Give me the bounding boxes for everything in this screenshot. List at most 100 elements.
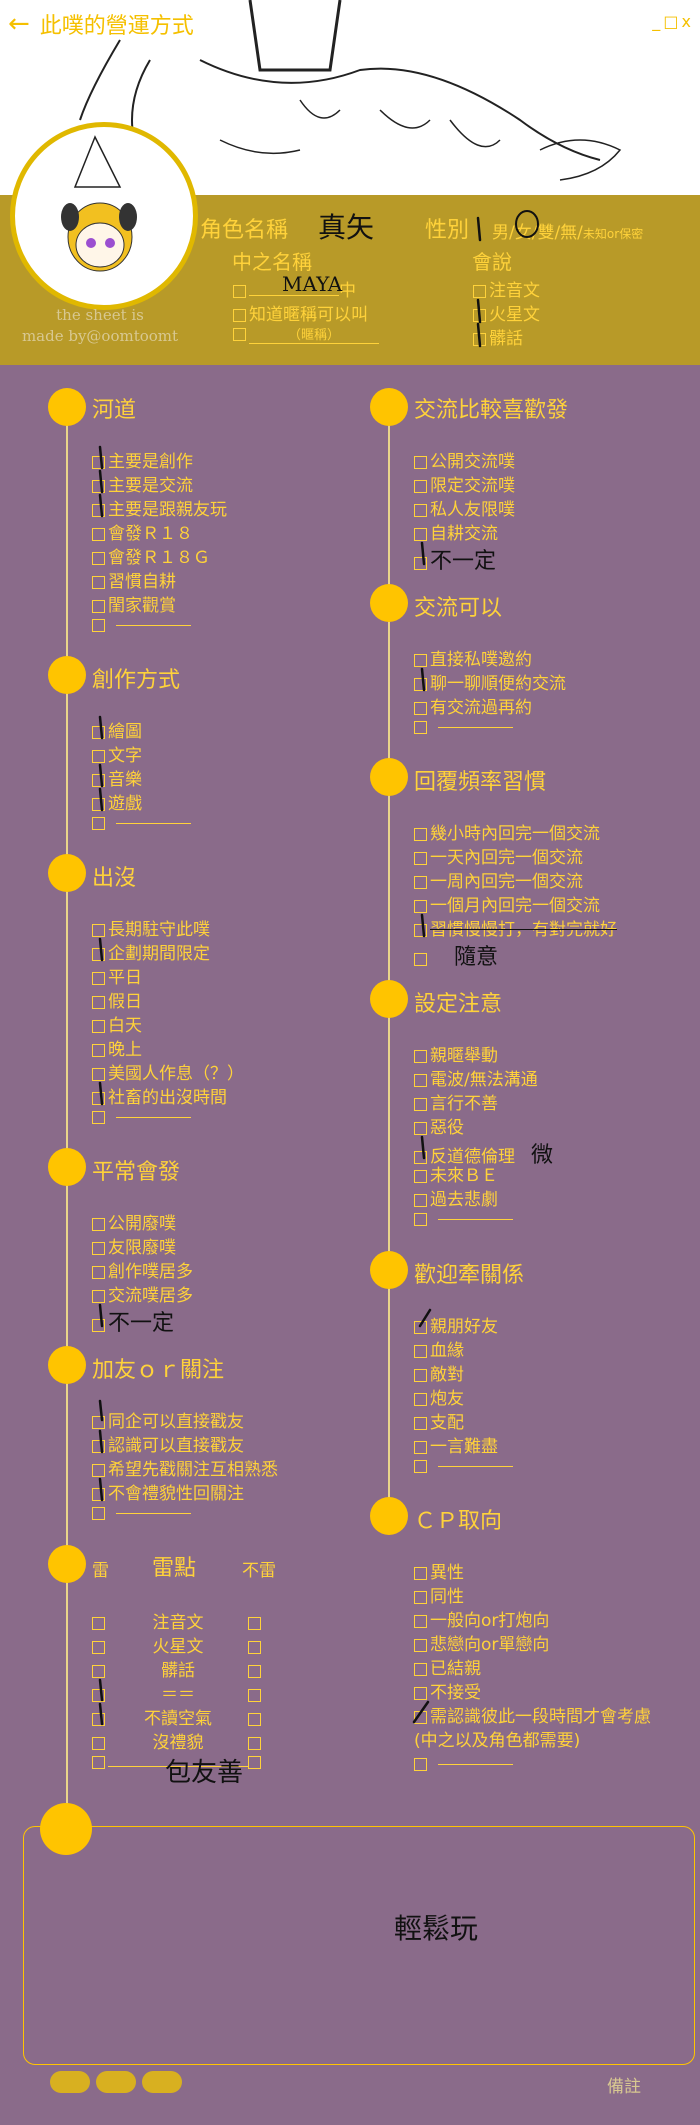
checkbox-item[interactable]: 異性 bbox=[414, 1558, 464, 1583]
credit-text: the sheet is made by@oomtoomt bbox=[10, 305, 190, 347]
checkbox-item[interactable]: 有交流過再約 bbox=[414, 693, 532, 718]
checkbox-item[interactable]: 企劃期間限定 bbox=[92, 939, 210, 964]
checkbox-item[interactable]: 言行不善 bbox=[414, 1089, 498, 1114]
checkbox-item[interactable]: 希望先戳關注互相熟悉 bbox=[92, 1455, 278, 1480]
back-arrow-icon[interactable]: ← bbox=[8, 9, 30, 39]
checkbox-item[interactable]: 親暱舉動 bbox=[414, 1041, 498, 1066]
checkbox-item-blank[interactable] bbox=[414, 1209, 513, 1229]
check-mark bbox=[98, 715, 104, 740]
checkbox-item[interactable]: 主要是交流 bbox=[92, 471, 193, 496]
checkbox-item[interactable]: 文字 bbox=[92, 741, 142, 766]
notes-box[interactable]: 輕鬆玩 bbox=[23, 1826, 695, 2065]
checkbox-item[interactable]: 炮友 bbox=[414, 1384, 464, 1409]
window-controls[interactable]: _ □ x bbox=[652, 12, 691, 31]
item-label: 私人友限噗 bbox=[430, 500, 515, 520]
checkbox-item[interactable]: 會發Ｒ１８Ｇ bbox=[92, 543, 210, 568]
thunder-row[interactable]: 沒禮貌 bbox=[92, 1728, 272, 1753]
thunder-row[interactable]: ＝＝ bbox=[92, 1680, 272, 1705]
item-label: 主要是創作 bbox=[108, 452, 193, 472]
checkbox-item-blank[interactable] bbox=[414, 1456, 513, 1476]
section-title: 回覆頻率習慣 bbox=[414, 770, 547, 795]
thunder-row[interactable]: 注音文 bbox=[92, 1608, 272, 1633]
checkbox-item-blank[interactable] bbox=[414, 1754, 513, 1774]
checkbox-item[interactable]: 友限廢噗 bbox=[92, 1233, 176, 1258]
nickname-option-text: 知道暱稱可以叫 bbox=[249, 305, 368, 325]
checkbox-item[interactable]: 認識可以直接戳友 bbox=[92, 1431, 244, 1456]
checkbox-item[interactable]: 未來ＢＥ bbox=[414, 1161, 498, 1186]
checkbox-item-blank[interactable] bbox=[92, 1503, 191, 1523]
checkbox-item[interactable]: 晚上 bbox=[92, 1035, 142, 1060]
checkbox-item[interactable]: 同性 bbox=[414, 1582, 464, 1607]
checkbox-item[interactable]: 親朋好友 bbox=[414, 1312, 498, 1337]
section-dot bbox=[48, 388, 86, 426]
checkbox-item-blank[interactable] bbox=[92, 813, 191, 833]
right-timeline-line bbox=[388, 410, 390, 1520]
checkbox-item[interactable]: 不會禮貌性回關注 bbox=[92, 1479, 244, 1504]
item-label: 企劃期間限定 bbox=[108, 944, 210, 964]
checkbox-item[interactable]: 白天 bbox=[92, 1011, 142, 1036]
check-mark bbox=[98, 787, 104, 812]
checkbox-item[interactable]: 一般向or打炮向 bbox=[414, 1606, 549, 1631]
checkbox-item-handwritten[interactable]: 隨意 bbox=[414, 939, 498, 971]
checkbox-item[interactable]: 美國人作息（？） bbox=[92, 1059, 244, 1084]
item-label: 社畜的出沒時間 bbox=[108, 1088, 227, 1108]
checkbox-item-blank[interactable] bbox=[92, 615, 191, 635]
checkbox-item[interactable]: 一個月內回完一個交流 bbox=[414, 891, 600, 916]
checkbox-item[interactable]: 血緣 bbox=[414, 1336, 464, 1361]
item-label: 悲戀向or單戀向 bbox=[430, 1635, 550, 1655]
checkbox-item[interactable]: 限定交流噗 bbox=[414, 471, 515, 496]
checkbox-item[interactable]: 不接受 bbox=[414, 1678, 481, 1703]
checkbox-item[interactable]: 同企可以直接戳友 bbox=[92, 1407, 244, 1432]
checkbox-item[interactable]: 公開廢噗 bbox=[92, 1209, 176, 1234]
thunder-row[interactable]: 火星文 bbox=[92, 1632, 272, 1657]
checkbox-item[interactable]: 社畜的出沒時間 bbox=[92, 1083, 227, 1108]
checkbox-item[interactable]: 習慣慢慢打，有對完就好 bbox=[414, 915, 617, 940]
checkbox-item[interactable]: 交流噗居多 bbox=[92, 1281, 193, 1306]
checkbox-item[interactable]: 幾小時內回完一個交流 bbox=[414, 819, 600, 844]
language-option[interactable]: 注音文 bbox=[473, 276, 540, 301]
checkbox-item[interactable]: 習慣自耕 bbox=[92, 567, 176, 592]
checkbox-item[interactable]: 假日 bbox=[92, 987, 142, 1012]
notes-pill bbox=[50, 2071, 90, 2093]
thunder-row[interactable]: 髒話 bbox=[92, 1656, 272, 1681]
checkbox-item[interactable]: 主要是創作 bbox=[92, 447, 193, 472]
thunder-row-blank[interactable] bbox=[92, 1752, 272, 1772]
checkbox-item[interactable]: 支配 bbox=[414, 1408, 464, 1433]
checkbox-item[interactable]: 敵對 bbox=[414, 1360, 464, 1385]
nickname-option[interactable]: 知道暱稱可以叫 bbox=[233, 300, 368, 325]
checkbox-item[interactable]: 一周內回完一個交流 bbox=[414, 867, 583, 892]
checkbox-item[interactable]: 電波/無法溝通 bbox=[414, 1065, 538, 1090]
inner-name-suffix: 中 bbox=[339, 281, 356, 301]
checkbox-item[interactable]: 直接私噗邀約 bbox=[414, 645, 532, 670]
checkbox-item[interactable]: 過去悲劇 bbox=[414, 1185, 498, 1210]
checkbox-item[interactable]: 主要是跟親友玩 bbox=[92, 495, 227, 520]
checkbox-item[interactable]: 會發Ｒ１８ bbox=[92, 519, 193, 544]
checkbox-item[interactable]: 惡役 bbox=[414, 1113, 464, 1138]
checkbox-item[interactable]: 平日 bbox=[92, 963, 142, 988]
checkbox-item-handwritten[interactable]: 不一定 bbox=[414, 543, 496, 575]
checkbox-item-blank[interactable] bbox=[414, 717, 513, 737]
checkbox-item[interactable]: 私人友限噗 bbox=[414, 495, 515, 520]
section-dot bbox=[370, 1251, 408, 1289]
checkbox-item[interactable]: 遊戲 bbox=[92, 789, 142, 814]
thunder-row[interactable]: 不讀空氣 bbox=[92, 1704, 272, 1729]
checkbox-item[interactable]: 長期駐守此噗 bbox=[92, 915, 210, 940]
checkbox-item[interactable]: 一天內回完一個交流 bbox=[414, 843, 583, 868]
checkbox-item-blank[interactable] bbox=[92, 1107, 191, 1127]
checkbox-item[interactable]: 閨家觀賞 bbox=[92, 591, 176, 616]
checkbox-item[interactable]: 悲戀向or單戀向 bbox=[414, 1630, 549, 1655]
checkbox-item[interactable]: 音樂 bbox=[92, 765, 142, 790]
checkbox-item[interactable]: 繪圖 bbox=[92, 717, 142, 742]
checkbox-item-handwritten[interactable]: 不一定 bbox=[92, 1305, 174, 1337]
check-mark bbox=[98, 445, 104, 470]
checkbox-item[interactable]: 創作噗居多 bbox=[92, 1257, 193, 1282]
checkbox-item[interactable]: 已結親 bbox=[414, 1654, 481, 1679]
checkbox-item[interactable]: 一言難盡 bbox=[414, 1432, 498, 1457]
credit-line2: made by@oomtoomt bbox=[21, 327, 179, 345]
checkbox-item[interactable]: 反道德倫理微 bbox=[414, 1137, 553, 1169]
handwritten-answer: 隨意 bbox=[454, 945, 499, 970]
checkbox-item[interactable]: 聊一聊順便約交流 bbox=[414, 669, 566, 694]
check-mark bbox=[412, 1700, 430, 1724]
checkbox-item[interactable]: 公開交流噗 bbox=[414, 447, 515, 472]
checkbox-item[interactable]: 自耕交流 bbox=[414, 519, 498, 544]
